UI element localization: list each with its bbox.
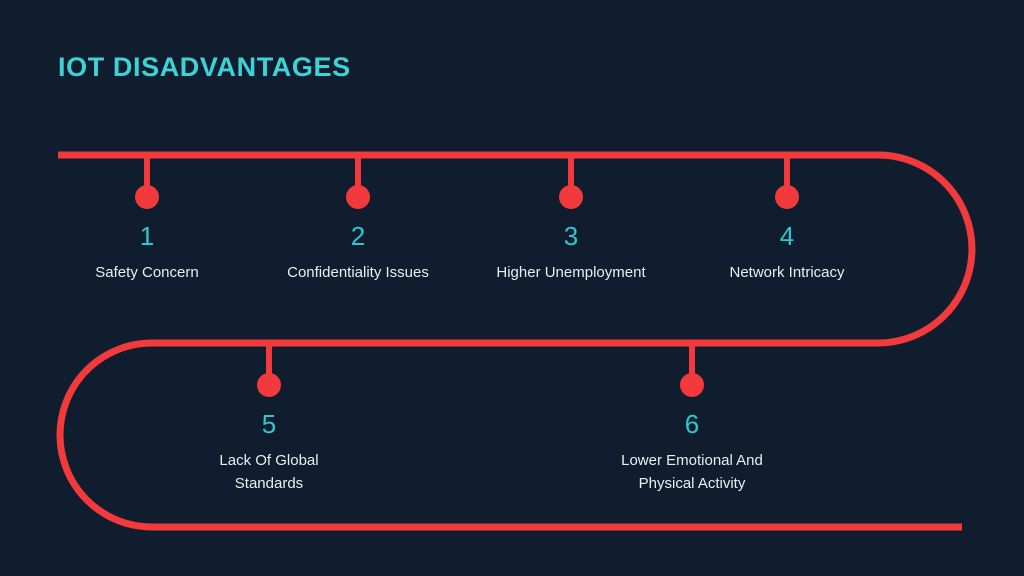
node-number: 4 <box>779 221 795 251</box>
node-number: 1 <box>139 221 155 251</box>
node-dot-icon <box>775 185 799 209</box>
node-stem-icon <box>144 155 150 191</box>
node-label: Lower Emotional And Physical Activity <box>621 452 763 493</box>
node-label: Safety Concern <box>95 264 199 281</box>
node-stem-icon <box>266 343 272 379</box>
node-dot-icon <box>257 373 281 397</box>
node-label: Confidentiality Issues <box>287 264 429 281</box>
node-dot-icon <box>135 185 159 209</box>
node-stem-icon <box>689 343 695 379</box>
node-dot-icon <box>346 185 370 209</box>
node-stem-icon <box>568 155 574 191</box>
node-number: 3 <box>563 221 579 251</box>
node-number: 5 <box>261 409 277 439</box>
node-label: Network Intricacy <box>729 264 845 281</box>
page-title: IOT DISADVANTAGES <box>58 52 351 82</box>
node-label: Higher Unemployment <box>496 264 646 281</box>
node-stem-icon <box>355 155 361 191</box>
node-dot-icon <box>559 185 583 209</box>
node-label: Lack Of Global Standards <box>219 452 319 493</box>
node-number: 2 <box>350 221 366 251</box>
node-stem-icon <box>784 155 790 191</box>
node-number: 6 <box>684 409 700 439</box>
node-dot-icon <box>680 373 704 397</box>
